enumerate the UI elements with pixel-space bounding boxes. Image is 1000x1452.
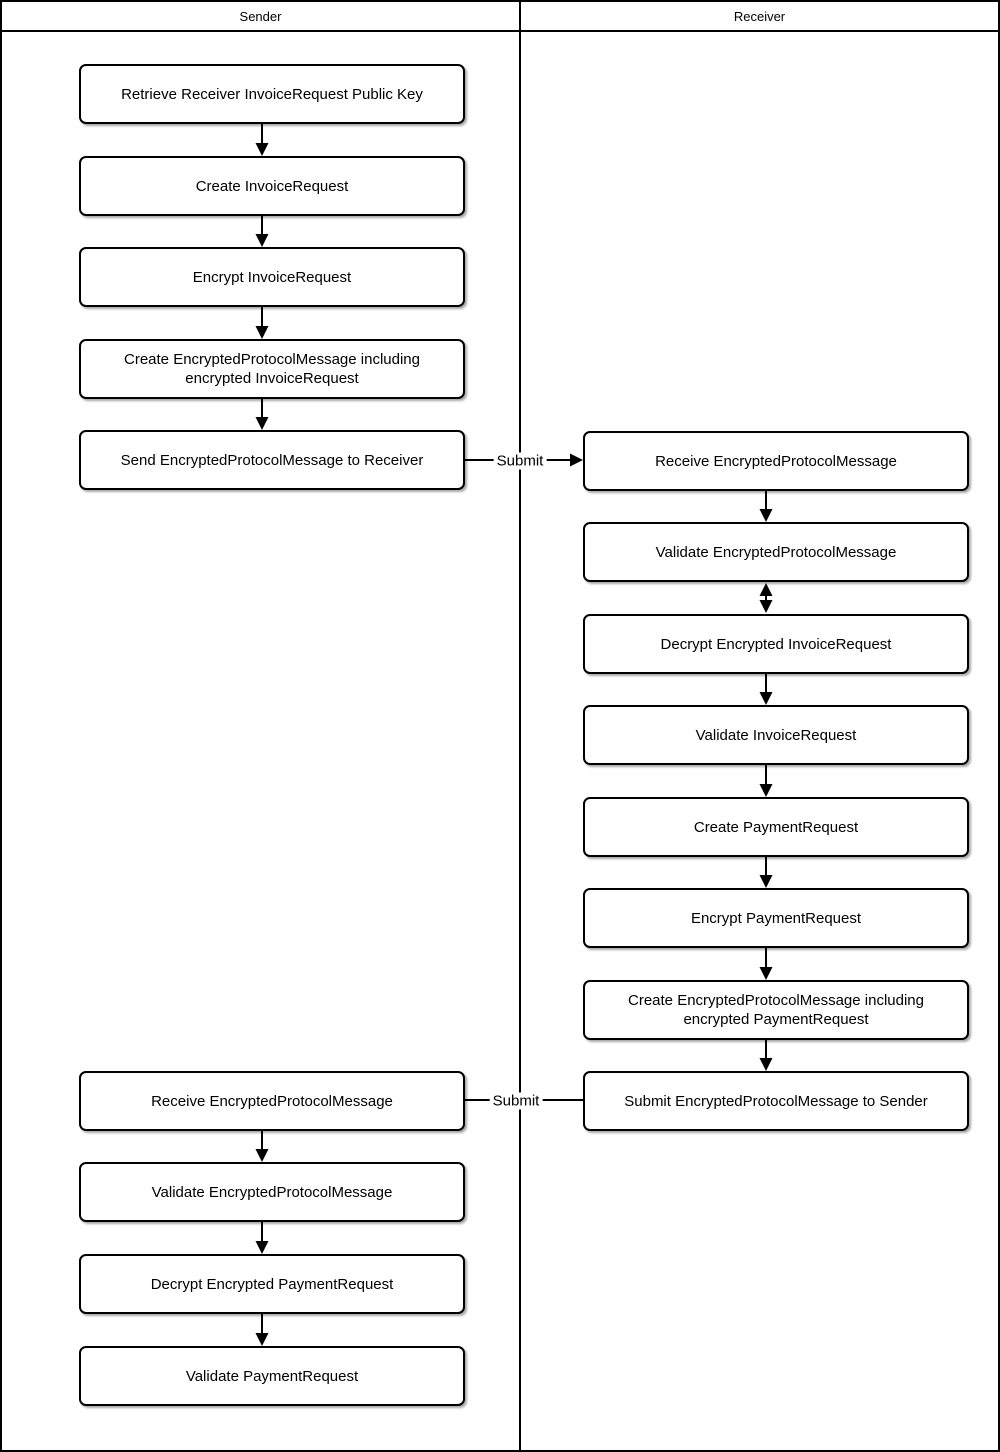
node-create-paymentrequest: Create PaymentRequest xyxy=(583,797,969,857)
arrow-down-sender-8-9 xyxy=(255,1314,269,1346)
arrow-down-receiver-4-5 xyxy=(759,765,773,797)
lane-header-sender: Sender xyxy=(2,2,519,32)
arrow-down-receiver-3-4 xyxy=(759,674,773,705)
node-retrieve-receiver-public-key: Retrieve Receiver InvoiceRequest Public … xyxy=(79,64,465,124)
node-create-encryptedprotocolmessage-paymentrequest: Create EncryptedProtocolMessage includin… xyxy=(583,980,969,1040)
arrow-down-sender-4-5 xyxy=(255,399,269,430)
arrow-down-receiver-1-2 xyxy=(759,491,773,522)
node-send-encryptedprotocolmessage: Send EncryptedProtocolMessage to Receive… xyxy=(79,430,465,490)
node-submit-encryptedprotocolmessage: Submit EncryptedProtocolMessage to Sende… xyxy=(583,1071,969,1131)
arrow-down-sender-3-4 xyxy=(255,307,269,339)
arrow-down-sender-6-7 xyxy=(255,1131,269,1162)
node-create-encryptedprotocolmessage-invoicerequest: Create EncryptedProtocolMessage includin… xyxy=(79,339,465,399)
arrow-down-receiver-7-8 xyxy=(759,1040,773,1071)
node-sender-receive-encryptedprotocolmessage: Receive EncryptedProtocolMessage xyxy=(79,1071,465,1131)
arrow-down-sender-1-2 xyxy=(255,124,269,156)
node-create-invoicerequest: Create InvoiceRequest xyxy=(79,156,465,216)
lane-header-receiver: Receiver xyxy=(521,2,998,32)
node-sender-validate-encryptedprotocolmessage: Validate EncryptedProtocolMessage xyxy=(79,1162,465,1222)
arrow-down-receiver-5-6 xyxy=(759,857,773,888)
arrow-down-sender-7-8 xyxy=(255,1222,269,1254)
arrow-down-receiver-6-7 xyxy=(759,948,773,980)
node-decrypt-encrypted-invoicerequest: Decrypt Encrypted InvoiceRequest xyxy=(583,614,969,674)
node-encrypt-invoicerequest: Encrypt InvoiceRequest xyxy=(79,247,465,307)
node-validate-paymentrequest: Validate PaymentRequest xyxy=(79,1346,465,1406)
submit-label-sender-to-receiver: Submit xyxy=(493,452,547,470)
lane-divider xyxy=(519,2,521,1450)
node-decrypt-encrypted-paymentrequest: Decrypt Encrypted PaymentRequest xyxy=(79,1254,465,1314)
arrow-down-sender-2-3 xyxy=(255,216,269,247)
submit-label-receiver-to-sender: Submit xyxy=(489,1092,543,1110)
node-receiver-validate-encryptedprotocolmessage: Validate EncryptedProtocolMessage xyxy=(583,522,969,582)
node-receiver-receive-encryptedprotocolmessage: Receive EncryptedProtocolMessage xyxy=(583,431,969,491)
node-encrypt-paymentrequest: Encrypt PaymentRequest xyxy=(583,888,969,948)
node-validate-invoicerequest: Validate InvoiceRequest xyxy=(583,705,969,765)
arrow-double-receiver-2-3 xyxy=(759,583,773,613)
